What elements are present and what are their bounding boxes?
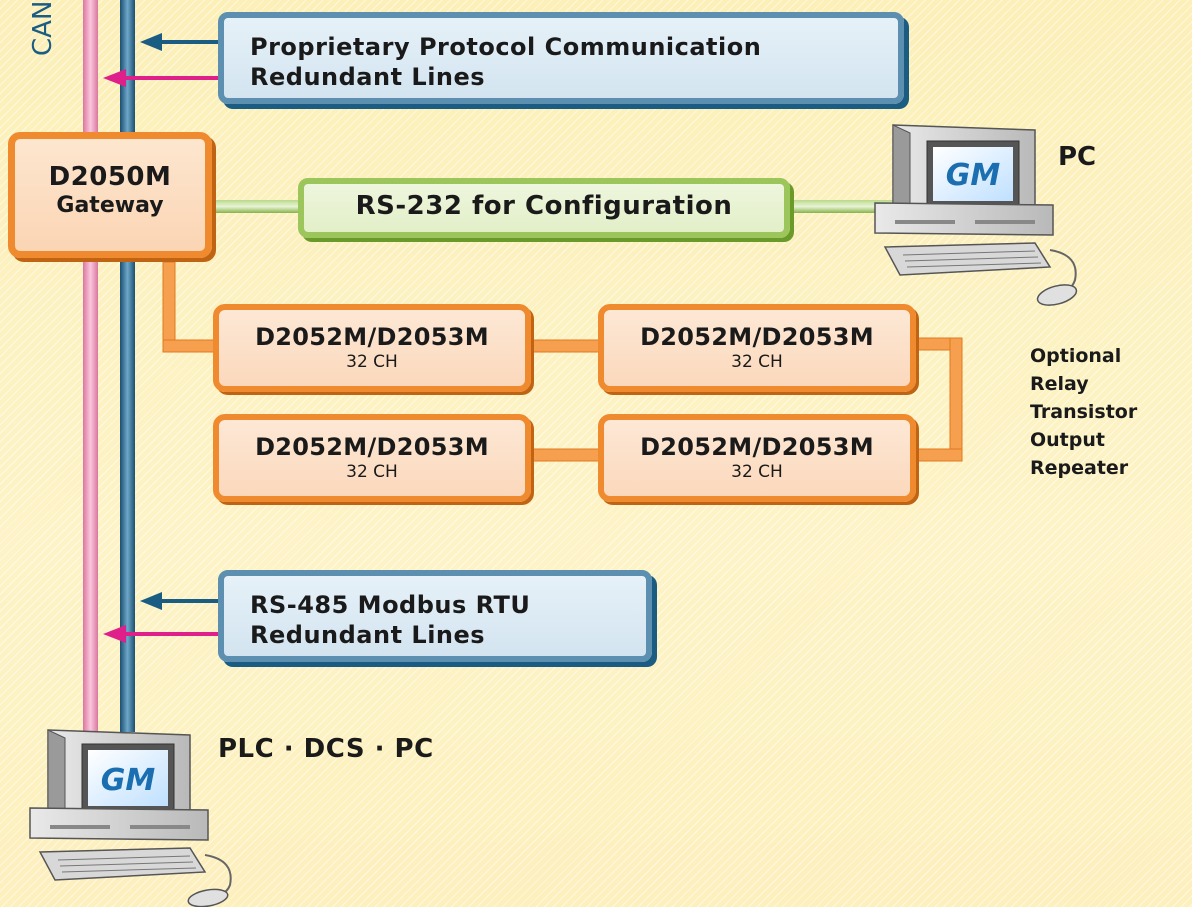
module-2-model: D2052M/D2053M [640,323,874,351]
module-box-1: D2052M/D2053M 32 CH [213,304,531,392]
cable-label-text: CAN [28,0,58,56]
rs232-config-box: RS-232 for Configuration [298,178,790,238]
module-box-3: D2052M/D2053M 32 CH [213,414,531,502]
gateway-box: D2050M Gateway [8,132,212,258]
module-box-4: D2052M/D2053M 32 CH [598,414,916,502]
gateway-model: D2050M [48,162,172,192]
blue-bus-line [120,0,135,732]
host-pc-icon: GM [29,729,232,907]
module-2-channels: 32 CH [731,352,783,372]
rs485-line2: Redundant Lines [250,621,486,649]
optional-list-item: Transistor [1030,401,1138,423]
proprietary-protocol-line1: Proprietary Protocol Communication [250,33,762,61]
module-3-model: D2052M/D2053M [255,433,489,461]
optional-list-item: Relay [1030,373,1089,395]
rs485-box: RS-485 Modbus RTU Redundant Lines [218,570,652,662]
pink-bus-line [83,0,98,732]
module-1-channels: 32 CH [346,352,398,372]
top-arrows [103,33,218,87]
optional-list: Optional Relay Transistor Output Repeate… [1030,342,1137,482]
module-1-model: D2052M/D2053M [255,323,489,351]
svg-text:GM: GM [101,763,156,798]
optional-list-item: Optional [1030,345,1122,367]
rs232-config-label: RS-232 for Configuration [355,191,733,221]
config-pc-icon: GM [874,124,1078,306]
module-chain [162,261,963,462]
rs485-line1: RS-485 Modbus RTU [250,591,531,619]
proprietary-protocol-box: Proprietary Protocol Communication Redun… [218,12,904,104]
optional-list-item: Repeater [1030,457,1129,479]
host-label: PLC · DCS · PC [218,734,434,764]
proprietary-protocol-line2: Redundant Lines [250,63,486,91]
cable-label: CAN [28,0,68,58]
bottom-arrows [103,592,218,643]
module-box-2: D2052M/D2053M 32 CH [598,304,916,392]
module-4-model: D2052M/D2053M [640,433,874,461]
module-3-channels: 32 CH [346,462,398,482]
gateway-role: Gateway [56,193,164,218]
config-pc-label: PC [1058,142,1097,172]
module-4-channels: 32 CH [731,462,783,482]
svg-text:GM: GM [946,158,1001,193]
optional-list-item: Output [1030,429,1105,451]
